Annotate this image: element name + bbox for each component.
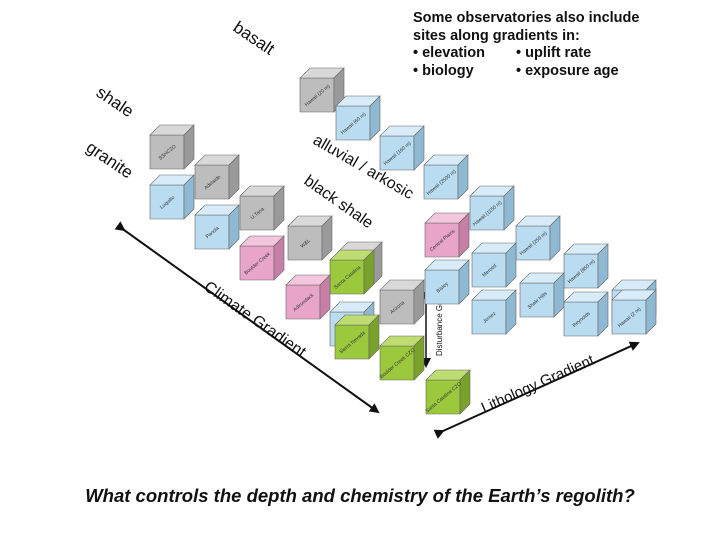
note-line-2: sites along gradients in: xyxy=(413,27,580,44)
site-cube: Adelaide xyxy=(194,154,240,200)
observatory-note: Some observatories also include sites al… xyxy=(413,10,713,80)
climate-gradient-arrow xyxy=(114,221,380,414)
note-item-biology: • biology xyxy=(413,62,474,79)
note-item-elevation: • elevation xyxy=(413,45,485,61)
site-cube: Hawaii (160 m) xyxy=(379,125,425,171)
site-cube: Adirondack xyxy=(285,274,331,320)
site-cube: Shale Hills xyxy=(519,272,565,318)
lithology-gradient-label: Lithology Gradient xyxy=(479,351,598,416)
lithology-gradient-arrow xyxy=(433,341,640,439)
site-cube: Santa Catalina CZO xyxy=(425,369,471,415)
site-cube: Santa Catalina xyxy=(329,249,375,295)
site-cube: Sierra Nevada xyxy=(334,314,380,360)
site-cube: Bisley xyxy=(424,259,470,305)
note-row-2: • biology • exposure age xyxy=(413,63,713,81)
site-cube: U.Tana xyxy=(239,185,285,231)
site-cube: W&L xyxy=(287,215,333,261)
site-cube: Panola xyxy=(194,204,240,250)
note-row-1: • elevation • uplift rate xyxy=(413,45,713,63)
note-line-1: Some observatories also include xyxy=(413,10,640,26)
site-cube: Hawaii (2500 m) xyxy=(423,154,469,200)
site-cube: Boulder Creek CZO xyxy=(379,335,425,381)
note-item-uplift-rate: • uplift rate xyxy=(516,45,592,61)
site-cube: Hawaii (60 m) xyxy=(335,95,381,141)
site-cube: SSHCZO xyxy=(149,124,195,170)
site-cube: Arizona xyxy=(379,279,425,325)
basalt-label: basalt xyxy=(230,18,278,59)
site-cube: Central Plains xyxy=(424,212,470,258)
cube-grid: Hawaii (20 m)Hawaii (60 m)Hawaii (160 m)… xyxy=(149,67,657,415)
page-caption: What controls the depth and chemistry of… xyxy=(85,485,635,506)
note-item-exposure-age: • exposure age xyxy=(516,62,619,79)
shale-label: shale xyxy=(93,83,137,121)
site-cube-label: W&L xyxy=(300,238,312,250)
site-cube: Hawaii (250 m) xyxy=(515,215,561,261)
site-cube: Boulder Creek xyxy=(239,235,285,281)
granite-label: granite xyxy=(83,138,137,183)
site-cube: Hawaii (1150 m) xyxy=(469,185,515,231)
site-cube: Merced xyxy=(471,242,517,288)
disturbance-gradient-label: Disturbance Gradient xyxy=(435,280,444,356)
site-cube: Hawaii (20 m) xyxy=(299,67,345,113)
site-cube: Luquillo xyxy=(149,174,195,220)
site-cube: Hawaii (850 m) xyxy=(563,243,609,289)
site-cube: Reynolds xyxy=(563,291,609,337)
site-cube: Hawaii (2 m) xyxy=(611,289,657,335)
site-cube: Jemez xyxy=(471,289,517,335)
